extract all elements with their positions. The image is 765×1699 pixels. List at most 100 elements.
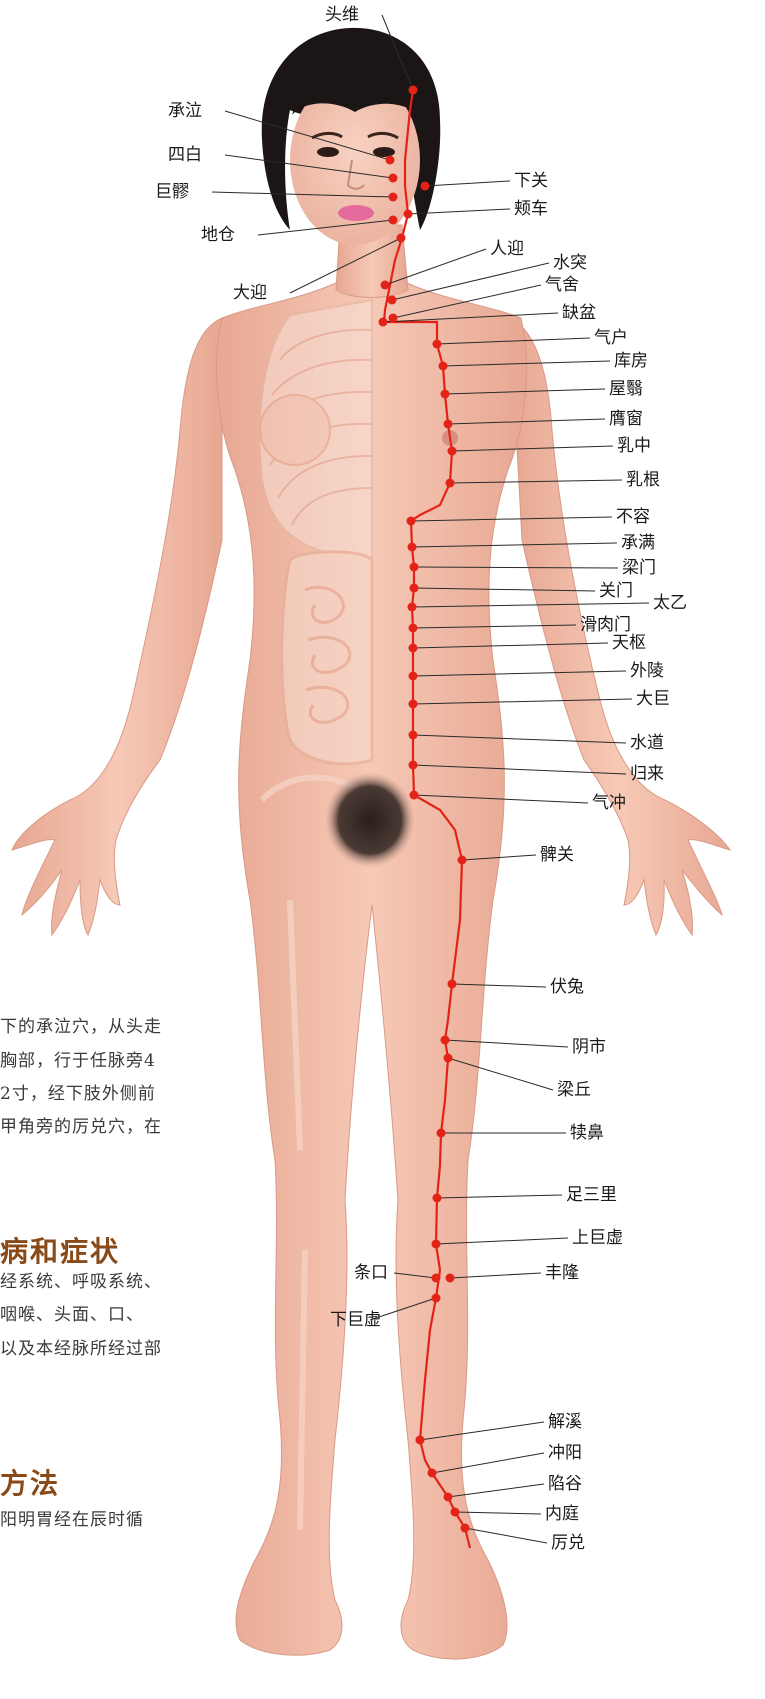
acupoint-label: 不容 (616, 507, 650, 527)
lips (338, 205, 374, 221)
acupoint-dot (409, 672, 418, 681)
acupoint-label: 上巨虚 (572, 1228, 623, 1248)
acupoint-dot (407, 517, 416, 526)
text-p1-line4: 甲角旁的厉兑穴，在 (0, 1112, 162, 1137)
acupoint-label: 冲阳 (548, 1443, 582, 1463)
acupoint-dot (439, 362, 448, 371)
acupoint-dot (458, 856, 467, 865)
acupoint-dot (408, 543, 417, 552)
acupoint-label: 缺盆 (562, 303, 596, 323)
acupoint-dot (410, 584, 419, 593)
acupoint-dot (451, 1508, 460, 1517)
acupoint-dot (404, 210, 413, 219)
acupoint-dot (437, 1129, 446, 1138)
section-heading-1: 病和症状 (0, 1230, 120, 1270)
text-p1-line1: 下的承泣穴，从头走 (0, 1012, 162, 1037)
acupoint-dot (448, 980, 457, 989)
acupoint-dot (409, 700, 418, 709)
acupoint-dot (448, 447, 457, 456)
acupoint-label: 太乙 (653, 593, 687, 613)
acupoint-dot (421, 182, 430, 191)
acupoint-label: 头维 (325, 5, 359, 25)
acupoint-label: 屋翳 (609, 379, 643, 399)
acupoint-dot (432, 1294, 441, 1303)
acupoint-label: 膺窗 (609, 409, 643, 429)
acupoint-label: 陷谷 (548, 1474, 582, 1494)
acupoint-label: 阴市 (572, 1037, 606, 1057)
acupoint-label: 库房 (614, 351, 648, 371)
acupoint-dot (389, 216, 398, 225)
acupoint-label: 大巨 (636, 689, 670, 709)
acupoint-label: 梁丘 (557, 1080, 591, 1100)
acupoint-label: 外陵 (630, 661, 664, 681)
acupoint-dot (409, 731, 418, 740)
acupoint-label: 归来 (630, 764, 664, 784)
acupoint-dot (410, 563, 419, 572)
acupoint-label: 滑肉门 (580, 615, 631, 635)
acupoint-label: 下关 (514, 171, 548, 191)
acupoint-label: 厉兑 (551, 1533, 585, 1553)
acupoint-dot (433, 1194, 442, 1203)
acupoint-label: 下巨虚 (330, 1310, 381, 1330)
acupoint-dot (461, 1524, 470, 1533)
acupoint-dot (409, 761, 418, 770)
pixelated-region (325, 772, 415, 868)
acupoint-dot (441, 1036, 450, 1045)
eye-left (317, 147, 339, 157)
acupoint-dot (409, 86, 418, 95)
text-p3-line1: 阳明胃经在辰时循 (0, 1505, 144, 1530)
text-p2-line1: 经系统、呼吸系统、 (0, 1267, 162, 1292)
acupoint-label: 髀关 (540, 845, 574, 865)
acupoint-label: 承泣 (168, 101, 202, 121)
acupoint-label: 条口 (354, 1263, 388, 1283)
acupoint-label: 丰隆 (545, 1263, 579, 1283)
acupoint-label: 承满 (621, 533, 655, 553)
acupoint-label: 梁门 (622, 558, 656, 578)
acupoint-dot (416, 1436, 425, 1445)
acupoint-dot (397, 234, 406, 243)
acupoint-label: 伏兔 (550, 977, 584, 997)
leader-line (392, 263, 549, 300)
head (262, 28, 441, 245)
acupoint-label: 乳中 (617, 436, 651, 456)
acupoint-label: 气户 (594, 328, 628, 348)
acupoint-dot (410, 791, 419, 800)
acupoint-dot (389, 193, 398, 202)
acupoint-label: 解溪 (548, 1412, 582, 1432)
acupoint-dot (386, 156, 395, 165)
acupoint-dot (409, 644, 418, 653)
left-arm (12, 318, 222, 935)
acupoint-label: 气冲 (592, 793, 626, 813)
section-heading-2: 方法 (0, 1462, 60, 1502)
acupoint-label: 水突 (553, 253, 587, 273)
acupoint-label: 足三里 (566, 1185, 617, 1205)
leader-line (425, 181, 510, 186)
acupoint-label: 人迎 (490, 239, 524, 259)
acupoint-label: 气舍 (545, 275, 579, 295)
text-p1-line3: 2寸，经下肢外侧前 (0, 1079, 156, 1104)
acupoint-dot (432, 1240, 441, 1249)
acupoint-label: 乳根 (626, 470, 660, 490)
acupoint-dot (444, 1493, 453, 1502)
acupoint-dot (409, 624, 418, 633)
acupoint-label: 犊鼻 (570, 1123, 604, 1143)
acupoint-dot (389, 314, 398, 323)
acupoint-dot (428, 1469, 437, 1478)
acupoint-label: 内庭 (545, 1504, 579, 1524)
acupoint-label: 大迎 (233, 283, 267, 303)
acupoint-dot (381, 281, 390, 290)
acupoint-dot (446, 1274, 455, 1283)
acupoint-dot (388, 296, 397, 305)
acupoint-dot (441, 390, 450, 399)
text-p2-line2: 咽喉、头面、口、 (0, 1300, 144, 1325)
text-p2-line3: 以及本经脉所经过部 (0, 1334, 162, 1359)
acupoint-label: 四白 (168, 145, 202, 165)
text-p1-line2: 胸部，行于任脉旁4 (0, 1046, 156, 1071)
acupoint-dot (433, 340, 442, 349)
acupoint-dot (379, 318, 388, 327)
acupoint-dot (444, 420, 453, 429)
acupoint-label: 水道 (630, 733, 664, 753)
lung-flower (260, 395, 330, 465)
acupoint-label: 巨髎 (155, 182, 189, 202)
